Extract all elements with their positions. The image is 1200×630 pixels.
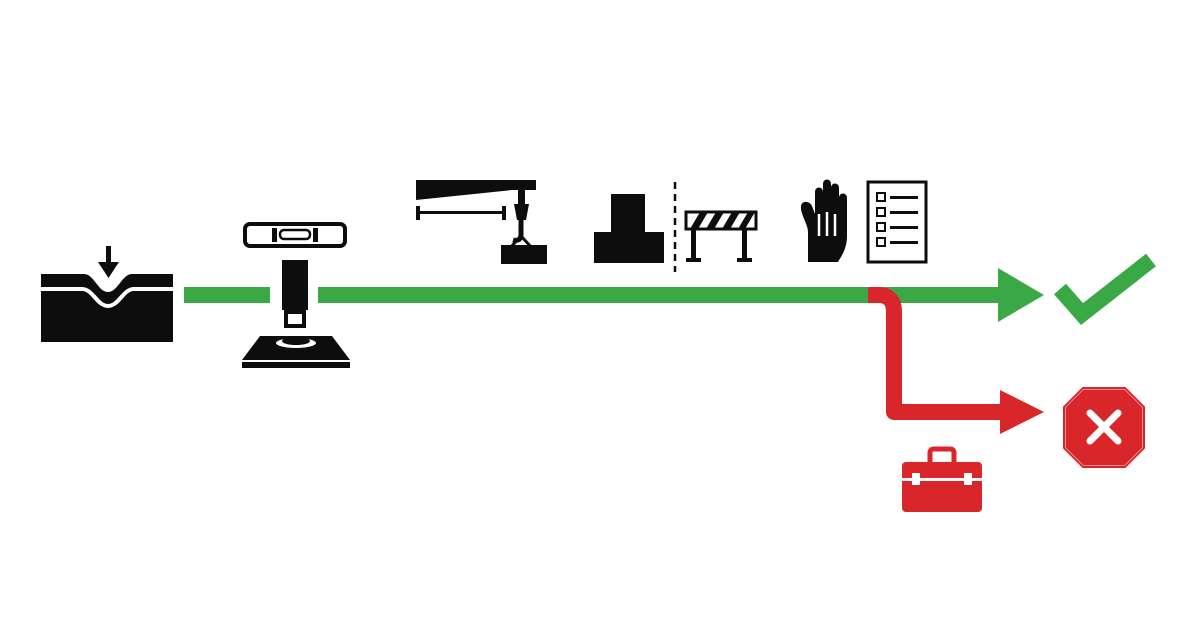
main-path-green [184, 268, 1044, 322]
stop-hand-icon [800, 179, 847, 262]
branch-path-line [868, 287, 1002, 420]
ground-settlement-icon [41, 246, 173, 342]
safety-barrier-icon [684, 210, 758, 262]
reject-octagon-icon [1062, 386, 1146, 469]
main-path-segment-2 [318, 287, 1000, 303]
leveling-jack-pad-icon [242, 222, 350, 368]
main-path-arrowhead [998, 268, 1044, 322]
checkmark-icon [1053, 253, 1156, 325]
toolbox-icon [902, 446, 982, 512]
outrigger-block-icon [594, 194, 664, 263]
branch-path-red [868, 287, 1044, 434]
main-path-segment-1 [184, 287, 270, 303]
checklist-icon [866, 180, 928, 264]
crane-boom-reach-icon [416, 180, 547, 264]
branch-path-arrowhead [1000, 390, 1044, 434]
